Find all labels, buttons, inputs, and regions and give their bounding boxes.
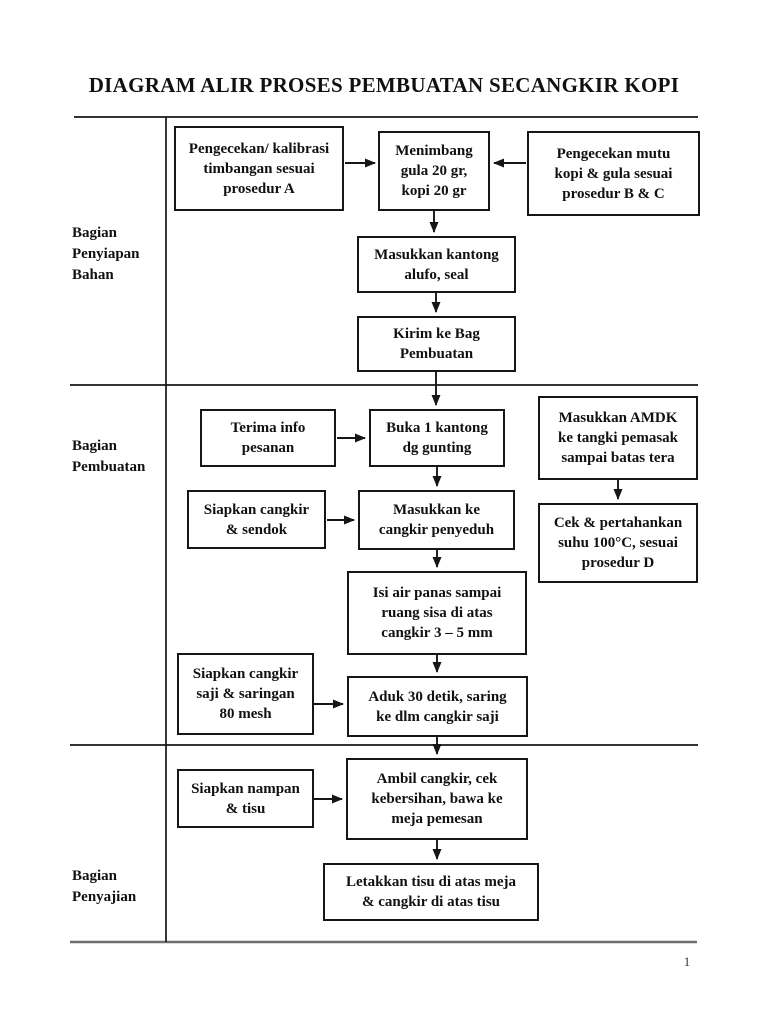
page-title: DIAGRAM ALIR PROSES PEMBUATAN SECANGKIR … [88, 73, 680, 97]
flow-node-aduk: Aduk 30 detik, saring ke dlm cangkir saj… [347, 676, 528, 737]
section-label-pembuatan: Bagian Pembuatan [72, 438, 146, 475]
flow-node-masukkan-penyeduh: Masukkan ke cangkir penyeduh [358, 490, 515, 550]
flow-node-letakkan-tisu: Letakkan tisu di atas meja & cangkir di … [323, 863, 539, 921]
flow-node-isi-air: Isi air panas sampai ruang sisa di atas … [347, 571, 527, 655]
section-label-penyajian: Bagian Penyajian [72, 868, 137, 905]
flow-node-siapkan-saji: Siapkan cangkir saji & saringan 80 mesh [177, 653, 314, 735]
flow-node-siapkan-cangkir: Siapkan cangkir & sendok [187, 490, 326, 549]
flow-node-masukkan-amdk: Masukkan AMDK ke tangki pemasak sampai b… [538, 396, 698, 480]
section-label-penyiapan-bahan: Bagian Penyiapan Bahan [72, 225, 140, 283]
page-number: 1 [683, 954, 691, 969]
flow-node-kalibrasi-timbangan: Pengecekan/ kalibrasi timbangan sesuai p… [174, 126, 344, 211]
flow-node-buka-kantong: Buka 1 kantong dg gunting [369, 409, 505, 467]
flow-node-cek-suhu: Cek & pertahankan suhu 100°C, sesuai pro… [538, 503, 698, 583]
flow-node-siapkan-nampan: Siapkan nampan & tisu [177, 769, 314, 828]
flow-node-kirim-ke-bag: Kirim ke Bag Pembuatan [357, 316, 516, 372]
flow-node-kantong-alufo: Masukkan kantong alufo, seal [357, 236, 516, 293]
flow-node-menimbang: Menimbang gula 20 gr, kopi 20 gr [378, 131, 490, 211]
flow-node-terima-info: Terima info pesanan [200, 409, 336, 467]
flow-node-pengecekan-mutu: Pengecekan mutu kopi & gula sesuai prose… [527, 131, 700, 216]
flow-node-ambil-cangkir: Ambil cangkir, cek kebersihan, bawa ke m… [346, 758, 528, 840]
